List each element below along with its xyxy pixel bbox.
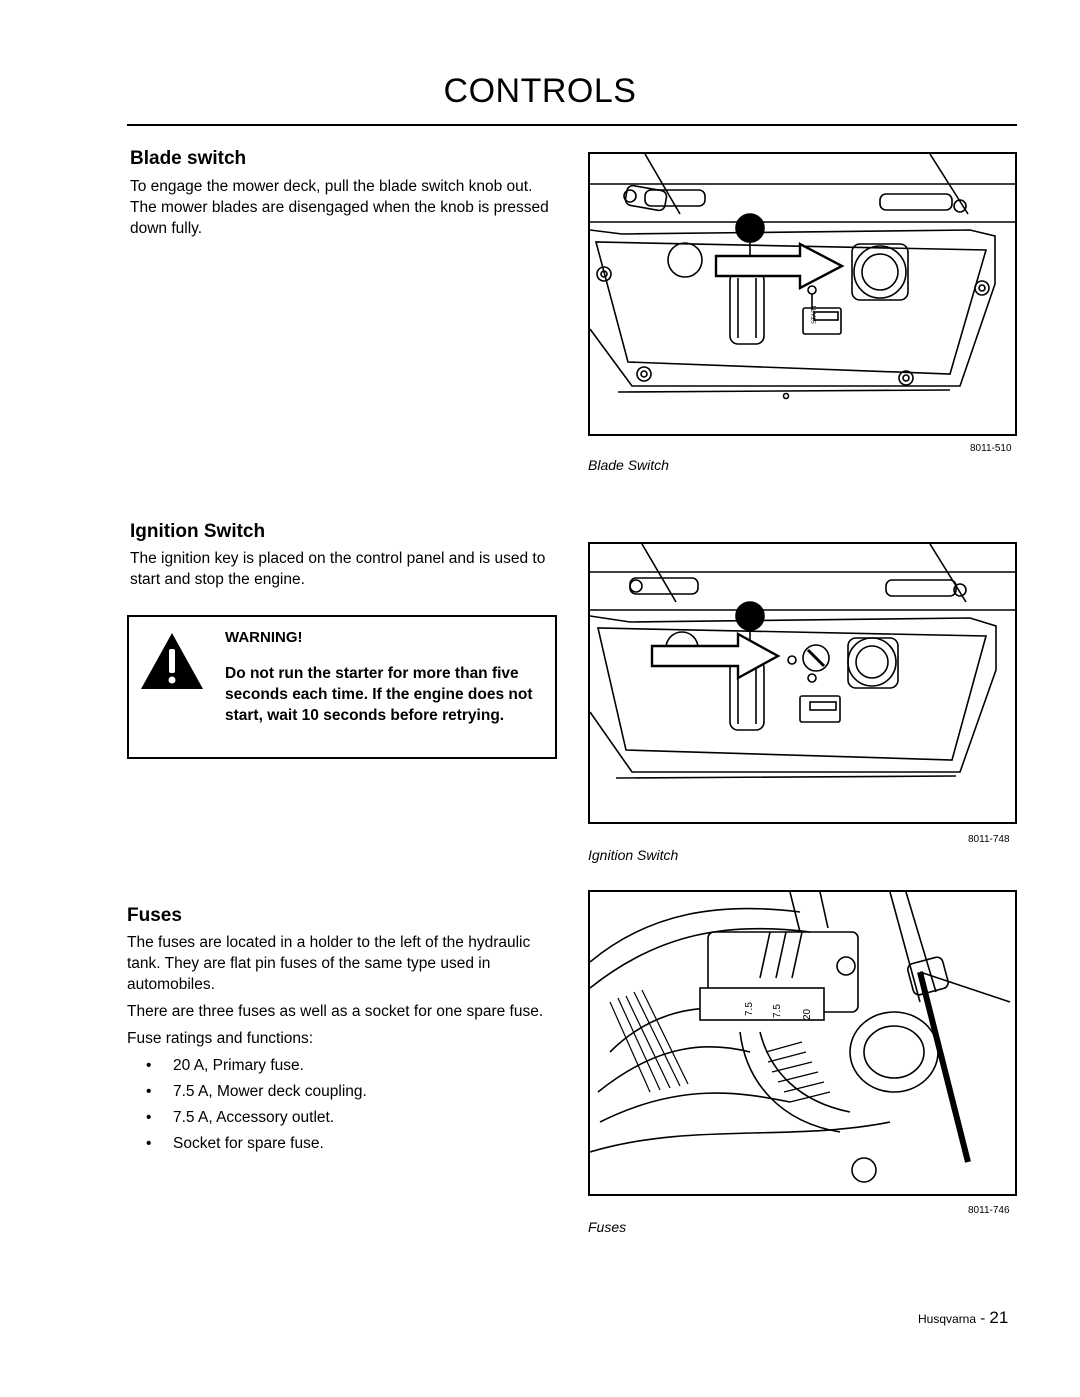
fuse-list-item: 7.5 A, Accessory outlet. (127, 1107, 563, 1128)
ignition-switch-illustration (590, 544, 1015, 779)
blade-switch-text: To engage the mower deck, pull the blade… (130, 178, 549, 237)
fuses-figure-code: 8011-746 (968, 1205, 1010, 1216)
fuses-para-1: The fuses are located in a holder to the… (127, 934, 531, 993)
warning-box: WARNING! Do not run the starter for more… (127, 615, 557, 759)
blade-switch-caption: Blade Switch (588, 457, 669, 473)
blade-switch-heading: Blade switch (130, 148, 247, 169)
warning-triangle-icon (141, 633, 203, 689)
page-footer: Husqvarna - 21 (918, 1308, 1008, 1328)
fuse-label-2: 7.5 (772, 1004, 783, 1018)
ignition-switch-text: The ignition key is placed on the contro… (130, 550, 546, 588)
header-rule (127, 124, 1017, 126)
fuses-heading: Fuses (127, 905, 182, 926)
blade-switch-illustration: START (590, 154, 1015, 400)
fuse-list-item: Socket for spare fuse. (127, 1133, 563, 1154)
blade-switch-figure: START (588, 152, 1017, 436)
start-label: START (812, 305, 818, 324)
fuses-para-3: Fuse ratings and functions: (127, 1030, 314, 1047)
fuse-list-item: 20 A, Primary fuse. (127, 1055, 563, 1076)
fuse-list: 20 A, Primary fuse. 7.5 A, Mower deck co… (127, 1055, 563, 1154)
page-title: CONTROLS (443, 72, 637, 110)
ignition-switch-heading: Ignition Switch (130, 521, 266, 542)
fuses-illustration: 7.5 7.5 20 (590, 892, 1011, 1183)
fuses-figure: 7.5 7.5 20 (588, 890, 1017, 1196)
ignition-switch-figure (588, 542, 1017, 824)
footer-separator: - (980, 1310, 986, 1327)
fuses-body: The fuses are located in a holder to the… (127, 932, 563, 1159)
ignition-switch-caption: Ignition Switch (588, 847, 679, 863)
page-number: 21 (989, 1308, 1009, 1327)
warning-title: WARNING! (225, 629, 303, 646)
fuses-caption: Fuses (588, 1219, 627, 1235)
warning-text: Do not run the starter for more than fiv… (225, 665, 533, 724)
footer-brand: Husqvarna (918, 1312, 977, 1326)
fuses-para-2: There are three fuses as well as a socke… (127, 1003, 544, 1020)
ignition-switch-figure-code: 8011-748 (968, 834, 1010, 845)
fuse-list-item: 7.5 A, Mower deck coupling. (127, 1081, 563, 1102)
fuse-label-3: 20 (802, 1008, 813, 1020)
fuse-label-1: 7.5 (744, 1002, 755, 1016)
blade-switch-figure-code: 8011-510 (970, 443, 1012, 454)
